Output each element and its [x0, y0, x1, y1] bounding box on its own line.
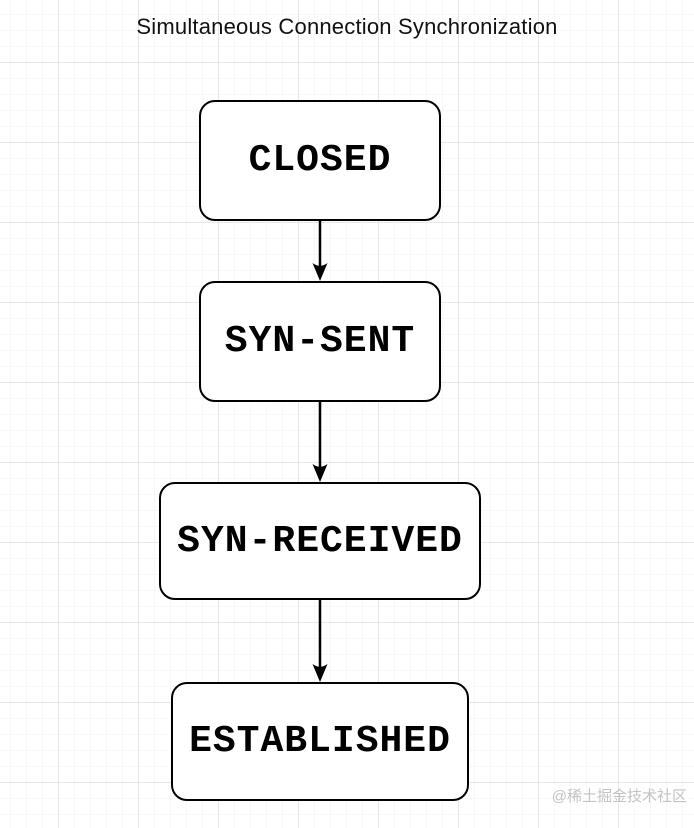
page-title: Simultaneous Connection Synchronization [136, 14, 558, 39]
arrowhead-down-icon [312, 263, 328, 281]
node-established: ESTABLISHED [171, 682, 469, 801]
node-closed: CLOSED [199, 100, 441, 221]
node-syn-received-label: SYN-RECEIVED [177, 519, 463, 563]
arrowhead-down-icon [312, 664, 328, 682]
edge-syn-received-to-established [312, 600, 328, 682]
node-syn-sent-label: SYN-SENT [224, 320, 416, 363]
edge-syn-sent-to-syn-received [312, 402, 328, 482]
node-closed-label: CLOSED [248, 139, 392, 182]
node-established-label: ESTABLISHED [189, 720, 451, 763]
edge-closed-to-syn-sent [312, 221, 328, 281]
node-syn-received: SYN-RECEIVED [159, 482, 481, 600]
watermark: @稀土掘金技术社区 [551, 788, 687, 805]
node-syn-sent: SYN-SENT [199, 281, 441, 402]
arrowhead-down-icon [312, 464, 328, 482]
